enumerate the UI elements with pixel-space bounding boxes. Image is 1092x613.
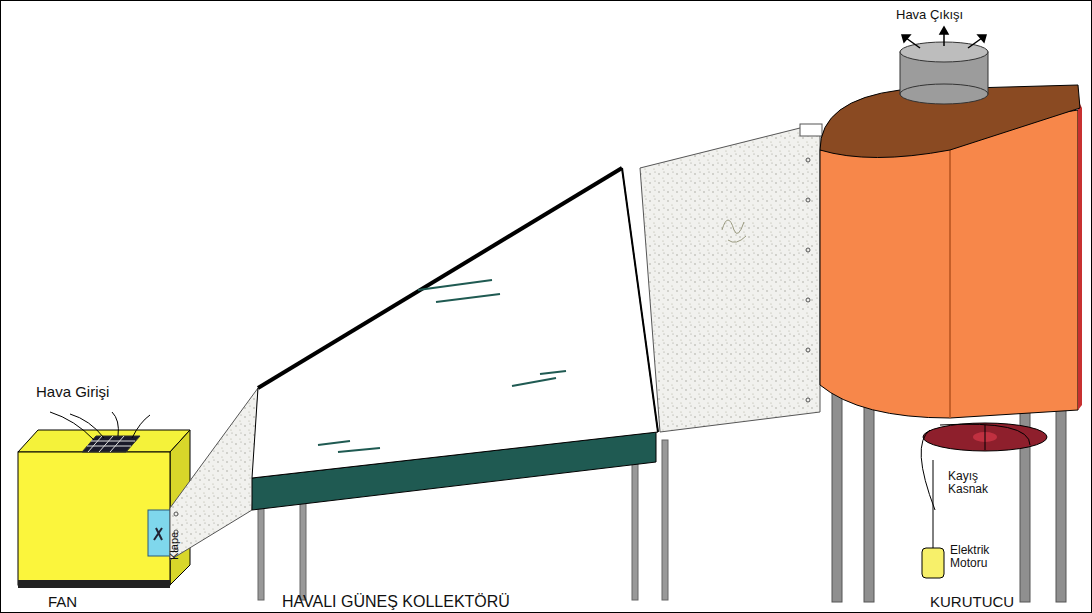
belt-pulley-label: Kayış Kasnak bbox=[948, 470, 998, 496]
motor-label: Elektrik Motoru bbox=[950, 544, 1010, 570]
damper-label: Klape bbox=[168, 532, 180, 560]
dryer-label: KURUTUCU bbox=[930, 594, 1014, 611]
collector-label: HAVALI GÜNEŞ KOLLEKTÖRÜ bbox=[282, 593, 510, 611]
outlet-label: Hava Çıkışı bbox=[896, 8, 963, 22]
fan-label: FAN bbox=[48, 594, 77, 611]
inlet-label: Hava Girişi bbox=[36, 384, 109, 401]
